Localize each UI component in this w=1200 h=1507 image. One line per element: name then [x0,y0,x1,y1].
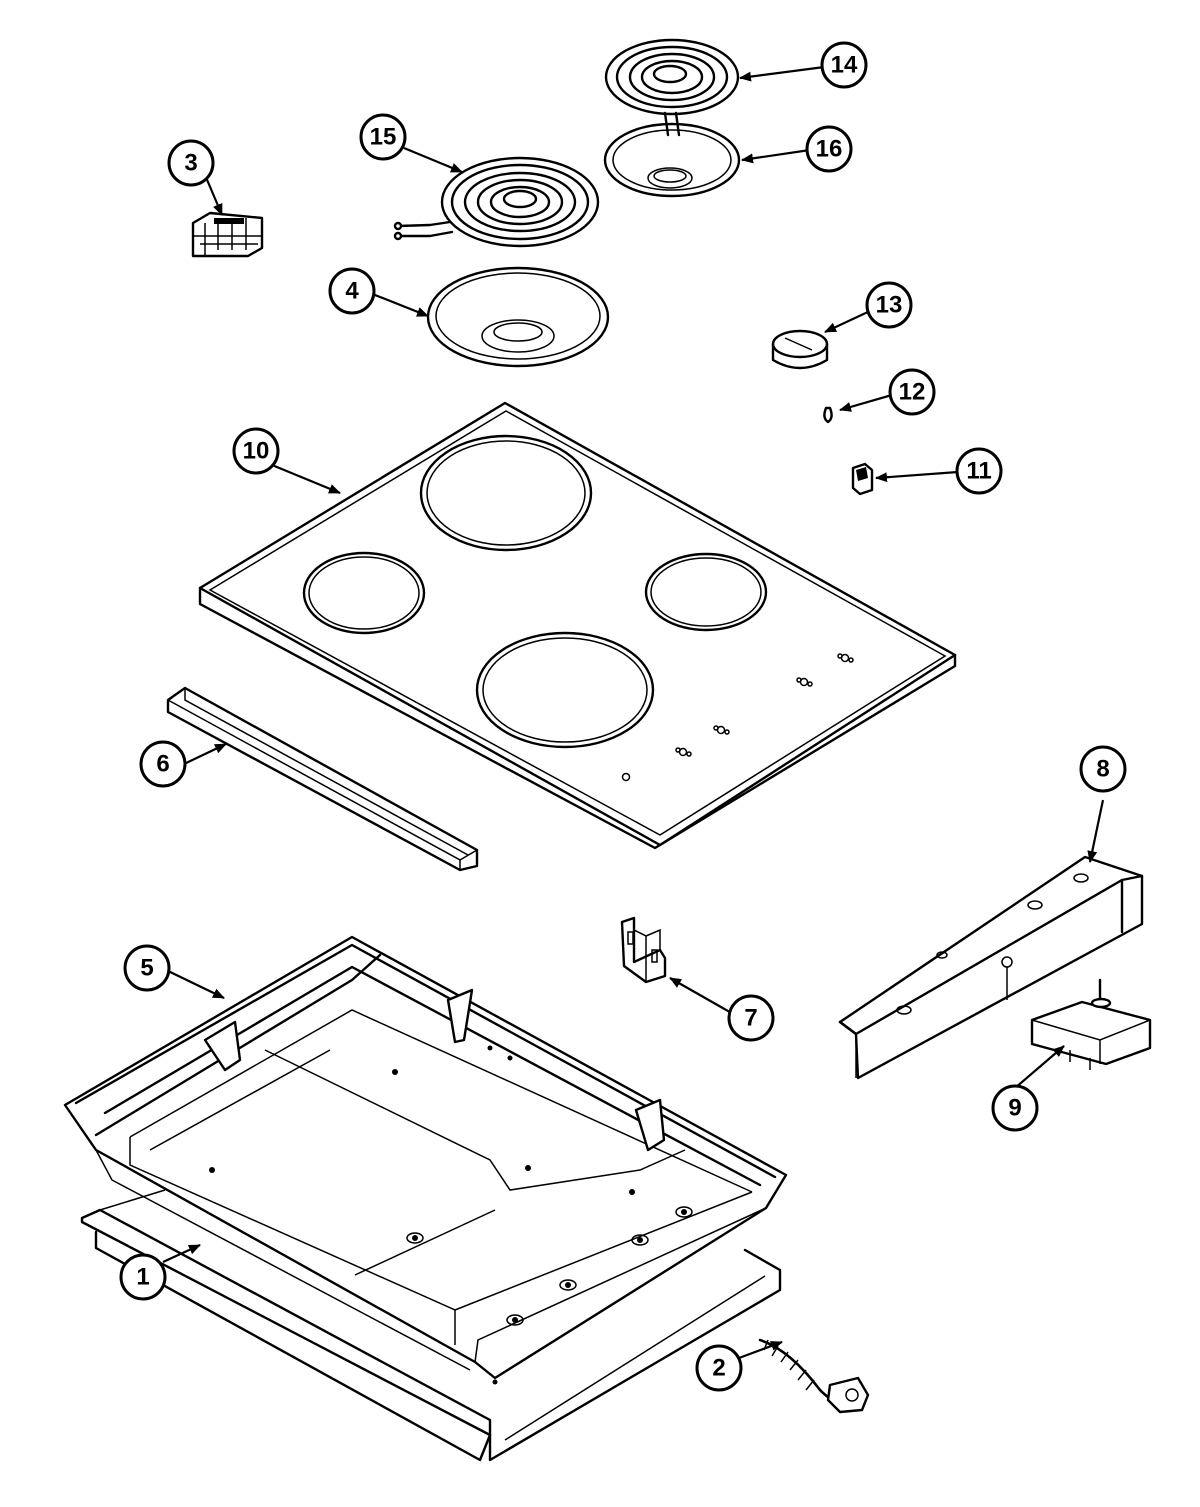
callout-14: 14 [820,41,868,89]
callout-10-label: 10 [243,438,270,465]
burner-box [63,935,788,1385]
cooktop-top [198,401,957,850]
callout-8-label: 8 [1096,756,1109,783]
callout-2-label: 2 [712,1355,725,1382]
callout-11-label: 11 [966,458,991,485]
coil-element-small [604,38,740,137]
infinite-switch [1030,978,1152,1070]
callout-15-label: 15 [370,124,397,151]
bottom-frame [80,1189,782,1462]
front-trim-strip [166,686,479,872]
callout-4: 4 [328,267,376,315]
callout-6: 6 [139,740,187,788]
callout-6-label: 6 [156,751,169,778]
callout-2-harness: 2 [695,1340,783,1392]
mounting-clip [851,462,874,496]
callout-14-label: 14 [831,52,858,79]
callout-16: 16 [805,125,853,173]
drip-bowl-large [426,266,610,368]
callout-5-label: 5 [140,955,153,982]
terminal-block [191,211,264,258]
callout-9-label: 9 [1008,1095,1021,1122]
spring-clip [823,406,833,424]
leader-lines [162,64,1105,1263]
callout-3: 3 [167,139,215,187]
coil-element-large [393,156,600,248]
callout-8: 8 [1079,745,1127,793]
callout-13: 13 [865,281,913,329]
callout-3-label: 3 [184,150,197,177]
callout-11: 11 [955,447,1003,495]
callout-15: 15 [359,113,407,161]
wire-harness [758,1338,870,1414]
callout-12: 12 [888,368,936,416]
callout-1: 1 [119,1253,167,1301]
callout-9: 9 [991,1084,1039,1132]
control-knob [771,329,829,370]
callout-10: 10 [232,427,280,475]
callout-4-label: 4 [345,278,359,305]
callout-13-label: 13 [876,292,903,319]
callout-5: 5 [123,944,171,992]
small-bracket [620,916,667,984]
callout-7: 7 [727,994,775,1042]
drip-bowl-small [603,122,741,198]
callout-1-label: 1 [136,1264,149,1291]
callout-16-label: 16 [816,136,843,163]
callout-12-label: 12 [899,379,926,406]
control-panel-bracket [838,855,1144,1080]
callout-7-label: 7 [744,1005,757,1032]
